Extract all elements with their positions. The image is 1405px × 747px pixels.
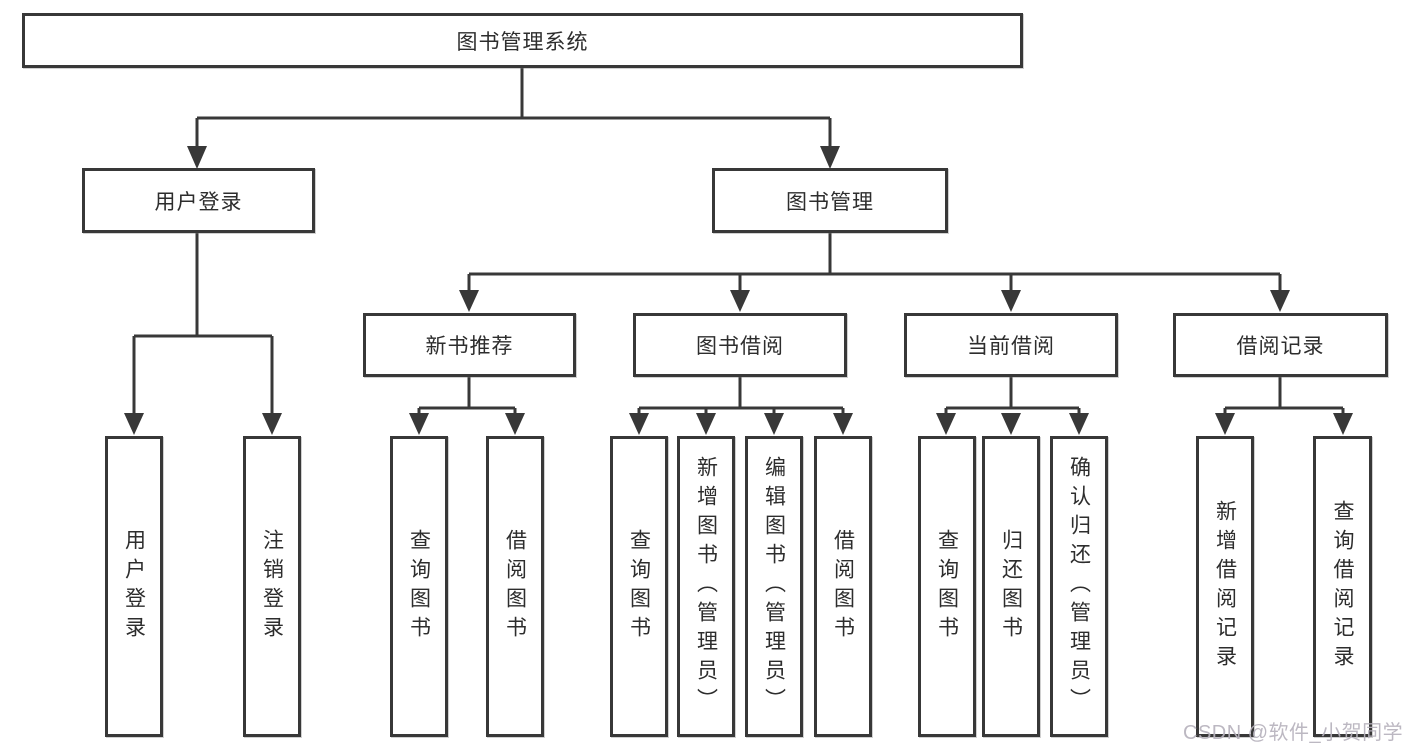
leaf-add-borrow-record: 新增借阅记录	[1196, 436, 1254, 737]
leaf-label: 查询图书	[627, 528, 651, 645]
leaf-label: 确认归还（管理员）	[1067, 456, 1091, 717]
arrow-down-icons	[124, 146, 1353, 435]
leaf-edit-books-admin: 编辑图书（管理员）	[745, 436, 803, 737]
leaf-label: 新增借阅记录	[1213, 499, 1237, 674]
leaf-label: 查询图书	[407, 528, 431, 645]
leaf-label: 查询图书	[935, 528, 959, 645]
leaf-query-books-3: 查询图书	[918, 436, 976, 737]
node-user-login-label: 用户登录	[154, 190, 243, 214]
node-current-borrow-label: 当前借阅	[967, 335, 1055, 358]
node-borrow-records-label: 借阅记录	[1236, 335, 1325, 358]
node-book-borrow-label: 图书借阅	[696, 335, 784, 358]
leaf-label: 编辑图书（管理员）	[762, 456, 786, 717]
leaf-label: 查询借阅记录	[1331, 499, 1354, 674]
leaf-label: 归还图书	[999, 528, 1023, 645]
node-library-system-label: 图书管理系统	[456, 30, 589, 54]
node-book-management: 图书管理	[712, 168, 948, 233]
leaf-query-books-2: 查询图书	[610, 436, 668, 737]
leaf-label: 借阅图书	[503, 528, 527, 645]
leaf-user-login: 用户登录	[105, 436, 163, 737]
node-book-management-label: 图书管理	[786, 190, 874, 214]
leaf-label: 注销登录	[260, 528, 284, 645]
leaf-add-books-admin: 新增图书（管理员）	[677, 436, 735, 737]
node-user-login: 用户登录	[82, 168, 315, 233]
node-library-system: 图书管理系统	[22, 13, 1023, 68]
leaf-borrow-books-2: 借阅图书	[814, 436, 872, 737]
leaf-query-borrow-record: 查询借阅记录	[1313, 436, 1372, 737]
leaf-label: 新增图书（管理员）	[694, 456, 718, 717]
leaf-label: 借阅图书	[831, 528, 855, 645]
node-new-book-recommend: 新书推荐	[363, 313, 576, 377]
node-current-borrow: 当前借阅	[904, 313, 1118, 377]
leaf-label: 用户登录	[122, 528, 146, 645]
leaf-borrow-books-1: 借阅图书	[486, 436, 544, 737]
watermark: CSDN @软件_小贺同学	[1183, 722, 1404, 744]
leaf-return-books: 归还图书	[982, 436, 1040, 737]
node-borrow-records: 借阅记录	[1173, 313, 1388, 377]
leaf-logout: 注销登录	[243, 436, 301, 737]
leaf-query-books-1: 查询图书	[390, 436, 448, 737]
node-book-borrow: 图书借阅	[633, 313, 847, 377]
node-new-book-recommend-label: 新书推荐	[425, 335, 514, 358]
leaf-confirm-return-admin: 确认归还（管理员）	[1050, 436, 1108, 737]
